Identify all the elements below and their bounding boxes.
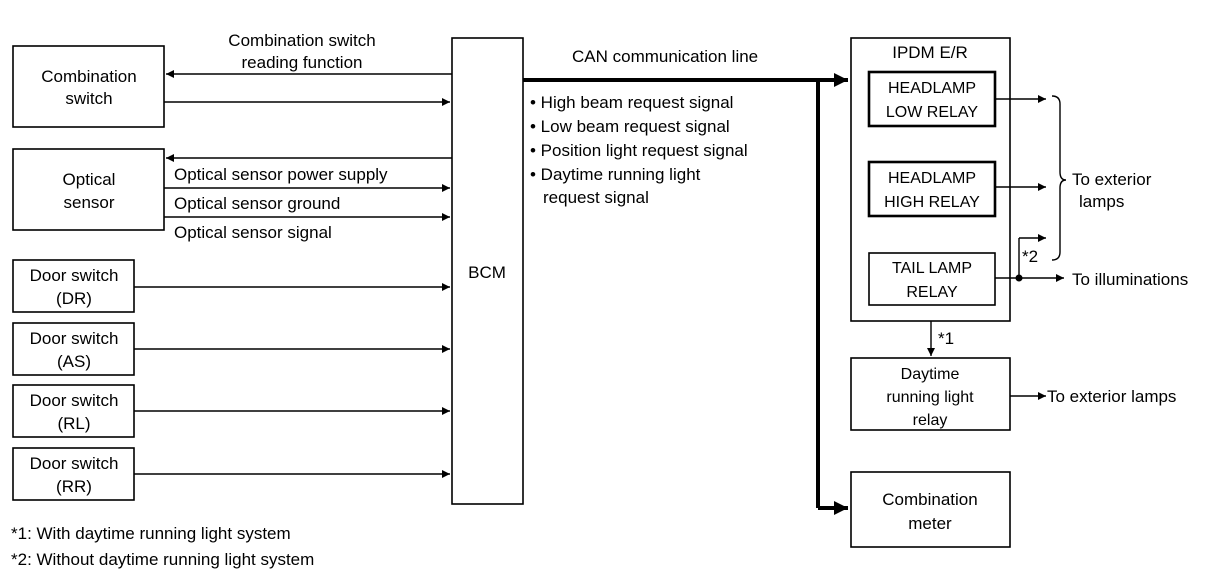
headlamp-low-relay-label-2: LOW RELAY xyxy=(886,104,979,121)
signal-list: • High beam request signal • Low beam re… xyxy=(530,93,748,207)
door-switch-as-block: Door switch (AS) xyxy=(12,322,135,376)
drl-relay-connection: *1 xyxy=(927,321,954,356)
door-switch-dr-block: Door switch (DR) xyxy=(12,259,135,313)
combination-switch-connections: Combination switch reading function xyxy=(164,31,452,106)
ipdm-output-connections: To exterior lamps *2 To illuminations xyxy=(995,95,1188,289)
combination-meter-label-2: meter xyxy=(908,514,952,533)
tail-lamp-relay-label-1: TAIL LAMP xyxy=(892,260,972,277)
drl-relay-label-3: relay xyxy=(913,412,948,429)
daytime-running-light-relay-block: Daytime running light relay xyxy=(850,357,1011,431)
door-switch-rr-block: Door switch (RR) xyxy=(12,447,135,501)
headlamp-high-relay-label-2: HIGH RELAY xyxy=(884,194,980,211)
to-exterior-lamps-label-1: To exterior xyxy=(1072,170,1152,189)
tail-lamp-relay-label-2: RELAY xyxy=(906,284,958,301)
bcm-label: BCM xyxy=(468,263,506,282)
door-switch-dr-label-1: Door switch xyxy=(30,266,119,285)
footnote-2: *2: Without daytime running light system xyxy=(11,550,314,569)
door-switch-rr-label-1: Door switch xyxy=(30,454,119,473)
combination-switch-block: Combination switch xyxy=(12,45,165,128)
bcm-block: BCM xyxy=(451,37,524,505)
to-exterior-lamps-label-2: lamps xyxy=(1079,192,1124,211)
footnotes: *1: With daytime running light system *2… xyxy=(11,524,314,569)
door-switch-rl-label-2: (RL) xyxy=(57,414,90,433)
door-switch-connections xyxy=(134,283,450,478)
ipdm-er-label: IPDM E/R xyxy=(892,43,968,62)
optical-signal-label: Optical sensor signal xyxy=(174,223,332,242)
signal-daytime-running-light: • Daytime running light xyxy=(530,165,701,184)
drl-output-connection: To exterior lamps xyxy=(1010,387,1176,406)
signal-high-beam: • High beam request signal xyxy=(530,93,733,112)
combination-switch-label-2: switch xyxy=(65,89,112,108)
door-switch-rl-block: Door switch (RL) xyxy=(12,384,135,438)
signal-daytime-running-light-2: request signal xyxy=(543,188,649,207)
optical-sensor-label-1: Optical xyxy=(63,170,116,189)
footnote-1: *1: With daytime running light system xyxy=(11,524,291,543)
optical-sensor-connections: Optical sensor power supply Optical sens… xyxy=(164,154,452,242)
exterior-lamps-brace xyxy=(1051,95,1067,261)
door-switch-as-label-2: (AS) xyxy=(57,352,91,371)
to-exterior-lamps-drl-label: To exterior lamps xyxy=(1047,387,1176,406)
door-switch-rr-label-2: (RR) xyxy=(56,477,92,496)
optical-sensor-block: Optical sensor xyxy=(12,148,165,231)
comb-switch-reading-label-2: reading function xyxy=(242,53,363,72)
drl-relay-label-1: Daytime xyxy=(901,366,960,383)
combination-meter-block: Combination meter xyxy=(850,471,1011,548)
signal-low-beam: • Low beam request signal xyxy=(530,117,730,136)
tail-lamp-relay-block: TAIL LAMP RELAY xyxy=(868,252,996,306)
comb-switch-reading-label-1: Combination switch xyxy=(228,31,375,50)
mark-1-label: *1 xyxy=(938,329,954,348)
can-line-label: CAN communication line xyxy=(572,47,758,66)
signal-position-light: • Position light request signal xyxy=(530,141,748,160)
headlamp-low-relay-block: HEADLAMP LOW RELAY xyxy=(867,70,997,128)
combination-switch-label-1: Combination xyxy=(41,67,136,86)
headlamp-high-relay-label-1: HEADLAMP xyxy=(888,170,976,187)
door-switch-rl-label-1: Door switch xyxy=(30,391,119,410)
combination-meter-label-1: Combination xyxy=(882,490,977,509)
optical-power-label: Optical sensor power supply xyxy=(174,165,388,184)
junction-dot xyxy=(1015,274,1023,282)
mark-2-label: *2 xyxy=(1022,247,1038,266)
door-switch-as-label-1: Door switch xyxy=(30,329,119,348)
optical-ground-label: Optical sensor ground xyxy=(174,194,340,213)
headlamp-low-relay-label-1: HEADLAMP xyxy=(888,80,976,97)
optical-sensor-label-2: sensor xyxy=(63,193,114,212)
can-communication-line: CAN communication line xyxy=(523,47,848,515)
door-switch-dr-label-2: (DR) xyxy=(56,289,92,308)
headlamp-high-relay-block: HEADLAMP HIGH RELAY xyxy=(867,160,997,218)
to-illuminations-label: To illuminations xyxy=(1072,270,1188,289)
drl-relay-label-2: running light xyxy=(886,389,974,406)
